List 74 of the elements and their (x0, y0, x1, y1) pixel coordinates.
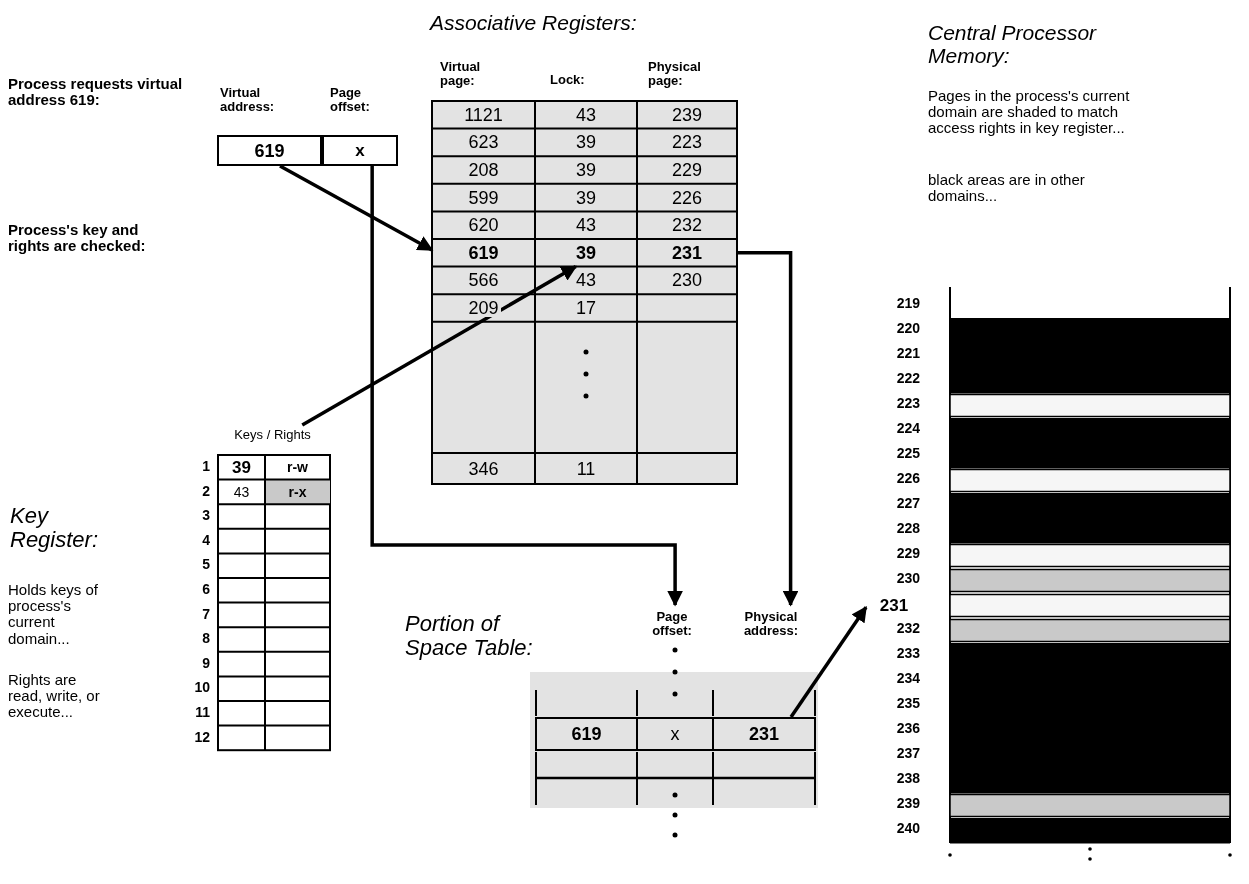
step-note: Process's key and rights are checked: (8, 222, 147, 255)
description-text: Rights are read, write, or execute... (8, 672, 101, 721)
row-number: 237 (895, 746, 920, 762)
row-number: 227 (895, 496, 920, 512)
column-header: Lock: (550, 73, 586, 88)
register-title: Key Register: (10, 504, 100, 552)
row-number: 222 (895, 371, 920, 387)
row-number: 240 (895, 821, 920, 837)
table-cell: 223 (637, 128, 737, 157)
row-number: 232 (895, 621, 920, 637)
table-cell: 43 (535, 211, 637, 239)
arrow (737, 251, 799, 607)
description-text: black areas are in other domains... (928, 172, 1086, 205)
column-header: Virtual page: (440, 60, 482, 89)
description-text: Holds keys of process's current domain... (8, 582, 100, 647)
row-number: 228 (895, 521, 920, 537)
row-number: 9 (201, 655, 210, 671)
row-number: 220 (895, 321, 920, 337)
table-cell: 39 (218, 455, 265, 480)
row-number: 233 (895, 646, 920, 662)
table-cell: 619 (535, 717, 638, 751)
arrow (789, 605, 868, 718)
table-cell: 231 (712, 717, 816, 751)
arrow (279, 164, 434, 252)
table-cell: 566 (432, 266, 535, 295)
row-number: 229 (895, 546, 920, 562)
row-number: 226 (895, 471, 920, 487)
table-cell: 619 (217, 135, 322, 166)
table-cell: 230 (637, 266, 737, 295)
column-header: Page offset: (651, 610, 693, 639)
row-number: 230 (895, 571, 920, 587)
row-number: 8 (201, 631, 210, 647)
table-cell: 620 (432, 211, 535, 239)
table-cell: r-w (265, 455, 330, 480)
row-number: 1 (201, 459, 210, 475)
table-cell: x (322, 135, 398, 166)
row-number: 234 (895, 671, 920, 687)
column-header: Virtual address: (220, 86, 276, 115)
column-header: Keys / Rights (233, 428, 312, 443)
row-number: 6 (201, 582, 210, 598)
memory-title: Central Processor Memory: (928, 22, 1098, 68)
row-number: 4 (201, 532, 210, 548)
row-number: 7 (201, 606, 210, 622)
table-cell: 43 (218, 479, 265, 505)
row-number: 224 (895, 421, 920, 437)
table-cell: 39 (535, 128, 637, 157)
description-text: Pages in the process's current domain are shaded to match access rights in key register... (928, 88, 1131, 137)
step-note: Process requests virtual address 619: (8, 76, 183, 109)
row-number: 223 (895, 396, 920, 412)
row-number: 238 (895, 771, 920, 787)
arrow (301, 265, 578, 427)
row-number: 235 (895, 696, 920, 712)
row-number: 231 (866, 594, 922, 616)
register-title: Associative Registers: (430, 12, 638, 35)
table-cell: 623 (432, 128, 535, 157)
row-number: 10 (193, 680, 210, 696)
row-number: 225 (895, 446, 920, 462)
row-number: 5 (201, 557, 210, 573)
table-title: Portion of Space Table: (405, 612, 534, 660)
column-header: Physical page: (648, 60, 702, 89)
row-number: 2 (201, 483, 210, 499)
row-number: 3 (201, 508, 210, 524)
arrow (370, 166, 683, 607)
row-number: 236 (895, 721, 920, 737)
table-cell: x (636, 717, 714, 751)
table-cell: 232 (637, 211, 737, 239)
column-header: Physical address: (742, 610, 800, 639)
row-number: 239 (895, 796, 920, 812)
table-cell: 43 (535, 266, 637, 295)
row-number: 11 (194, 705, 210, 721)
row-number: 221 (895, 346, 920, 362)
row-number: 12 (193, 729, 210, 745)
row-number: 219 (895, 296, 920, 312)
column-header: Page offset: (330, 86, 371, 115)
